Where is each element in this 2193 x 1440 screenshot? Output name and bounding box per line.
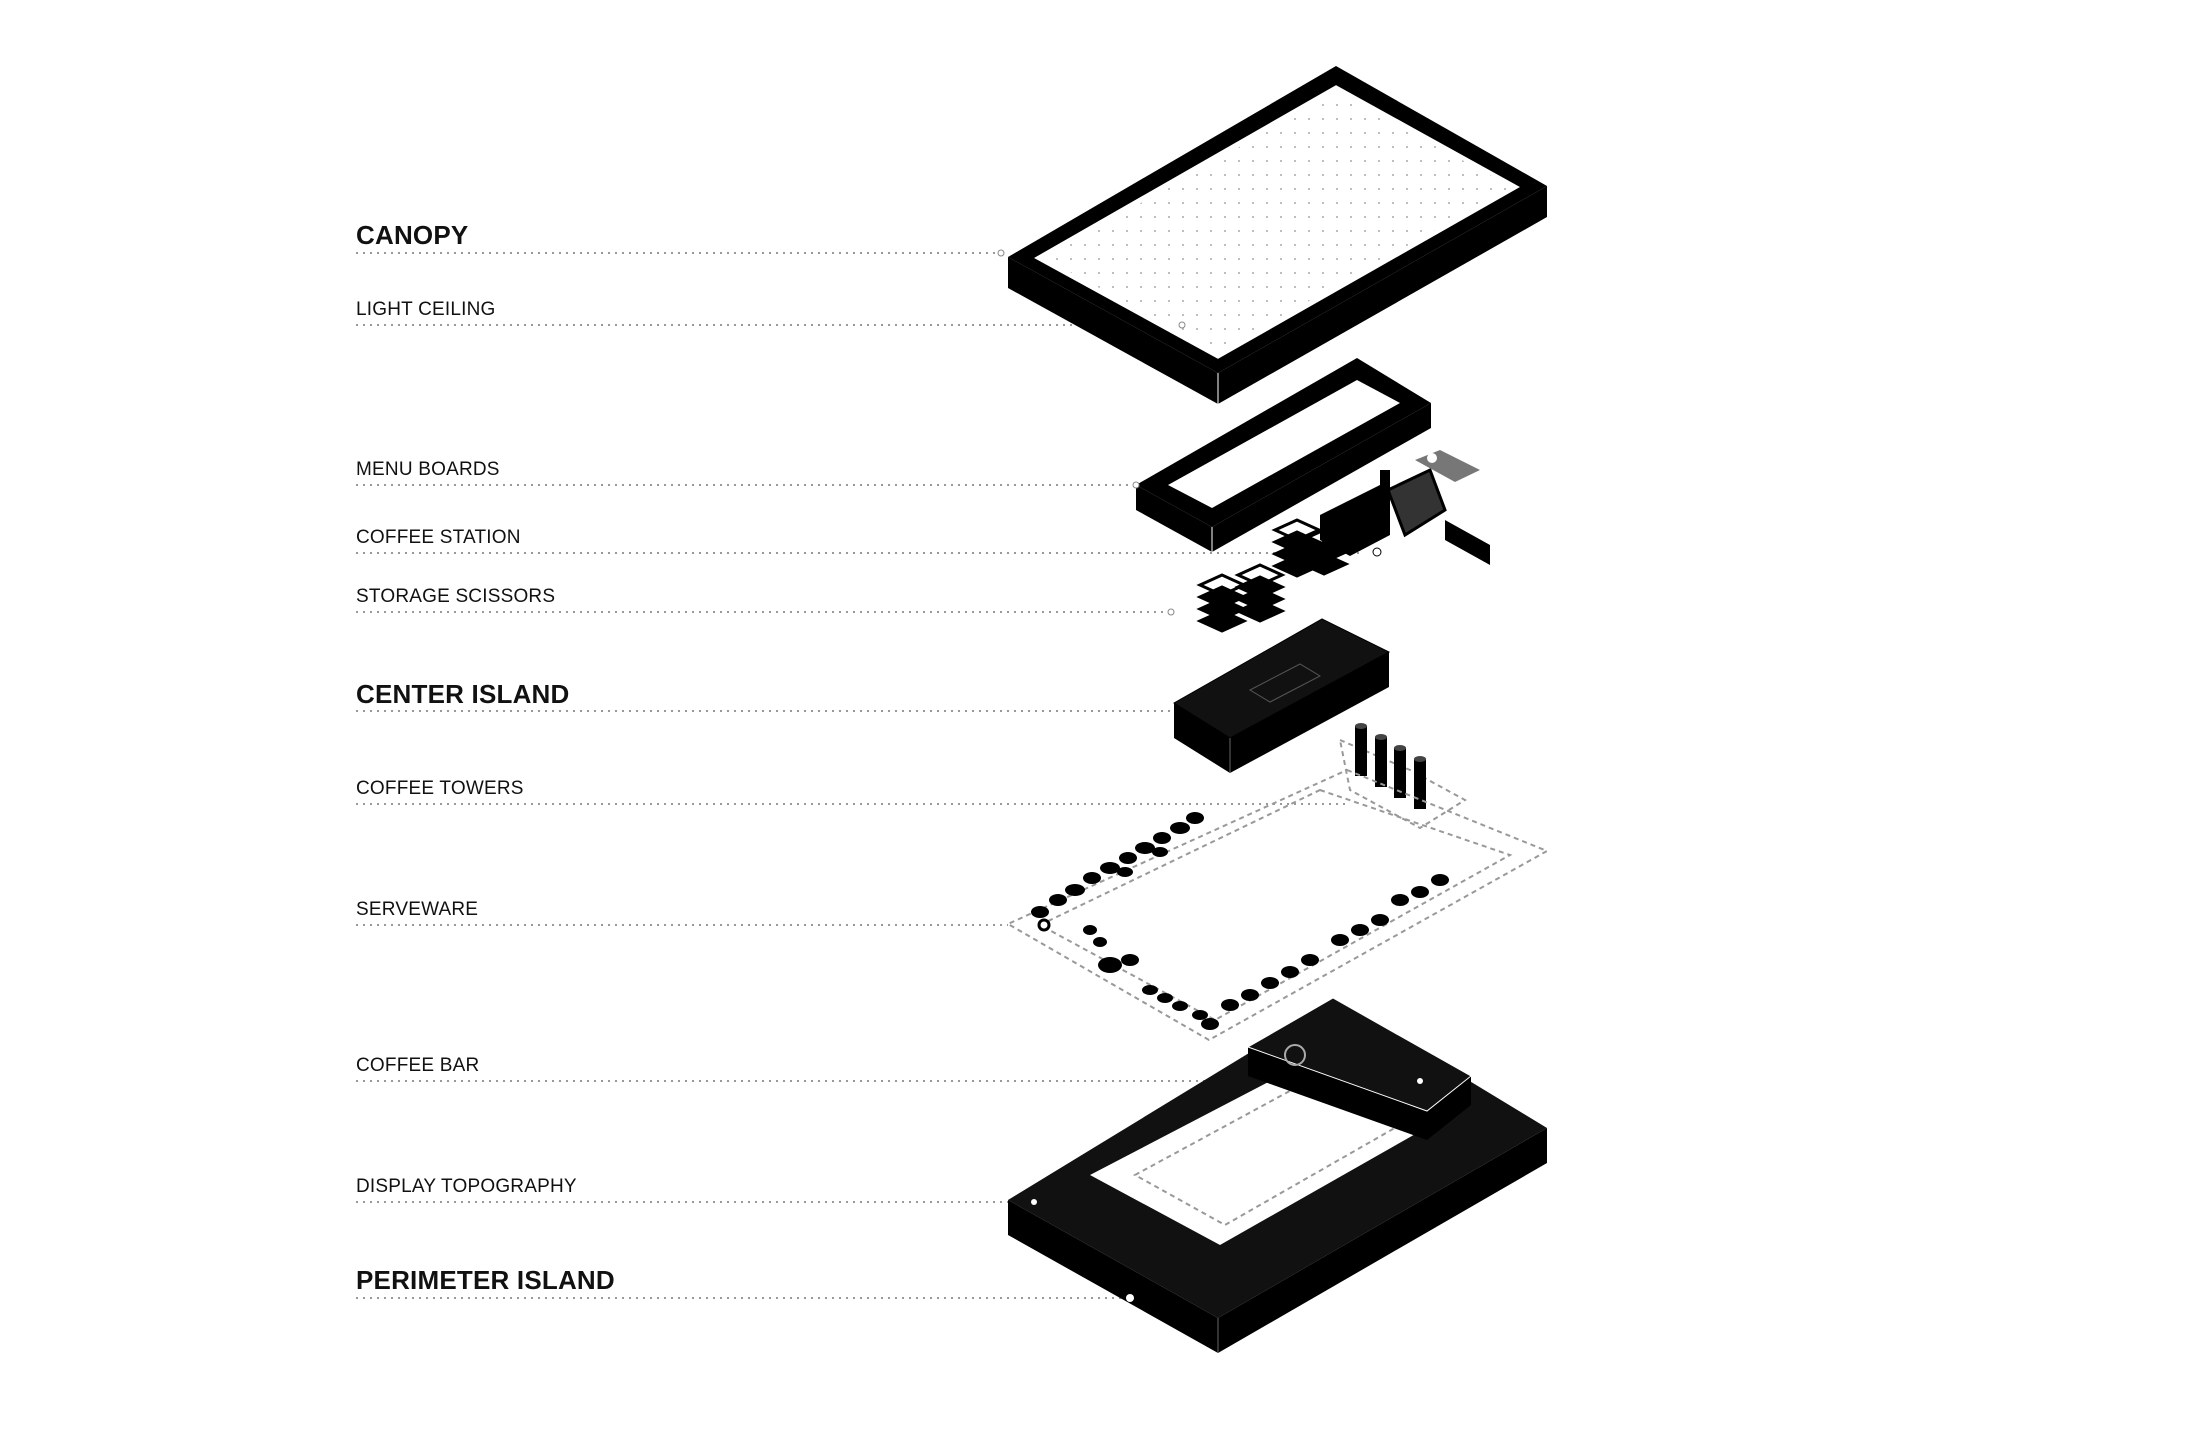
serveware-shape: [1005, 768, 1550, 1042]
label-perimeter-island: PERIMETER ISLAND: [356, 1265, 615, 1295]
coffee-towers-shape: [1338, 723, 1467, 830]
label-coffee-towers: COFFEE TOWERS: [356, 778, 524, 799]
label-display-topography: DISPLAY TOPOGRAPHY: [356, 1176, 577, 1197]
label-coffee-bar: COFFEE BAR: [356, 1055, 480, 1076]
menu-boards-shape: [1132, 358, 1431, 552]
coffee-bar-shape: [1246, 997, 1472, 1140]
leader-lines: [356, 252, 1420, 1299]
coffee-station-shape: [1320, 450, 1490, 565]
label-storage-scissors: STORAGE SCISSORS: [356, 586, 556, 607]
canopy-shape: [997, 66, 1547, 404]
light-ceiling-shape: [1044, 92, 1512, 352]
storage-scissors-shape: [1196, 518, 1350, 633]
label-canopy: CANOPY: [356, 220, 469, 250]
label-serveware: SERVEWARE: [356, 899, 479, 920]
label-center-island: CENTER ISLAND: [356, 679, 570, 709]
label-light-ceiling: LIGHT CEILING: [356, 299, 496, 320]
center-island-shape: [1173, 618, 1391, 773]
label-coffee-station: COFFEE STATION: [356, 527, 521, 548]
label-menu-boards: MENU BOARDS: [356, 459, 500, 480]
